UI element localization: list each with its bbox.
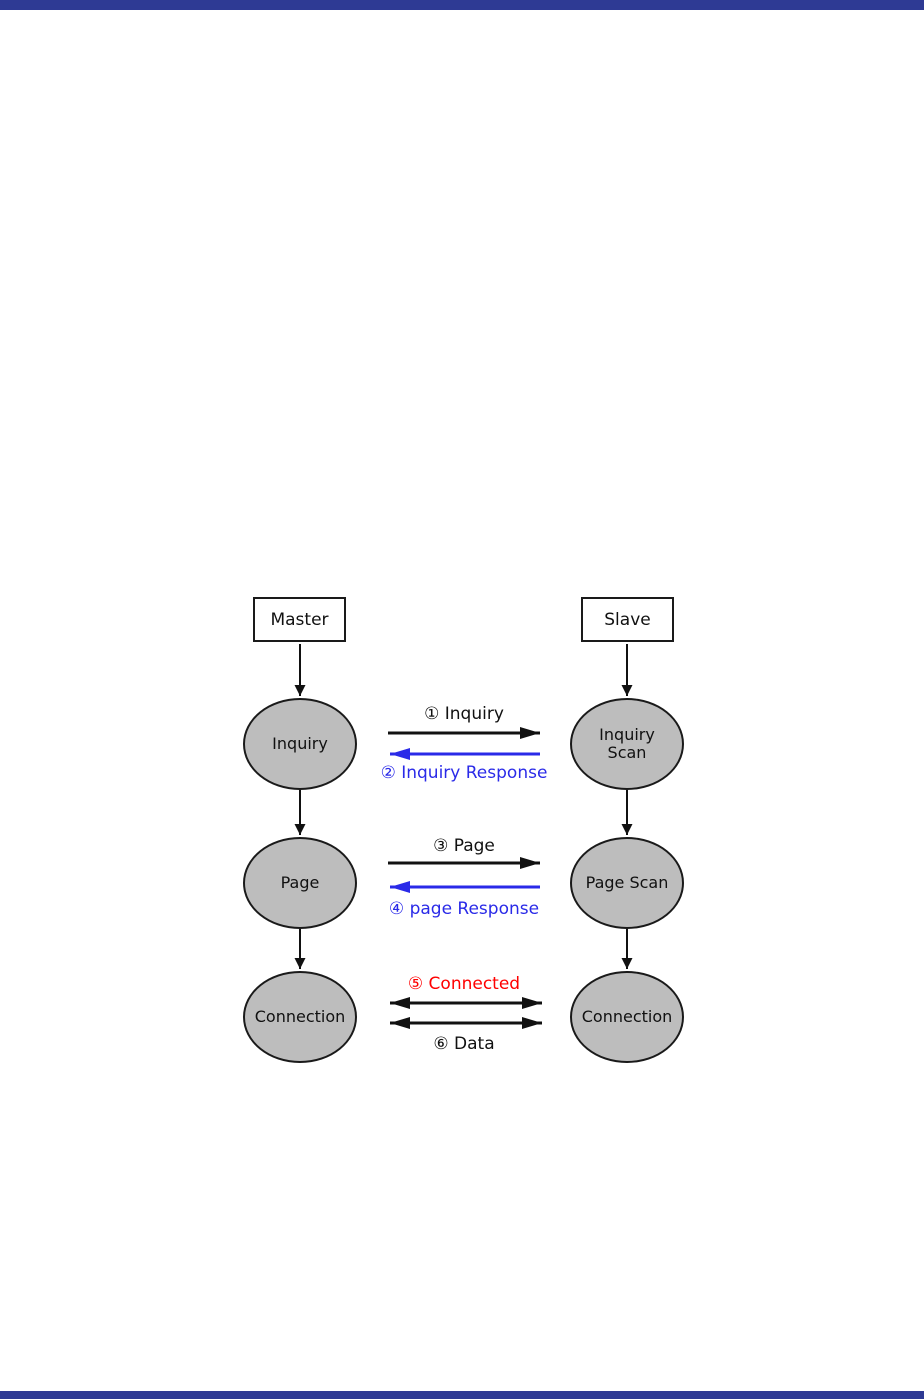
node-connection-master-label: Connection xyxy=(254,1006,346,1026)
node-page-label: Page xyxy=(280,872,320,892)
page-top-rule xyxy=(0,0,924,10)
message-label-inquiry: ① Inquiry xyxy=(424,704,504,724)
node-inquiry-scan-label-line1: Inquiry xyxy=(599,724,655,744)
node-inquiry-scan-label-line2: Scan xyxy=(607,743,647,762)
node-connection-slave-label: Connection xyxy=(581,1006,673,1026)
node-connection-slave: Connection xyxy=(570,971,684,1063)
message-label-page-response: ④ page Response xyxy=(388,899,540,919)
master-label: Master xyxy=(270,609,329,630)
message-label-connected: ⑤ Connected xyxy=(407,974,521,994)
node-inquiry-label: Inquiry xyxy=(272,733,328,753)
node-connection-master: Connection xyxy=(243,971,357,1063)
slave-label: Slave xyxy=(604,609,651,630)
message-label-inquiry-response: ② Inquiry Response xyxy=(380,763,548,783)
node-page: Page xyxy=(243,837,357,929)
node-page-scan-label: Page Scan xyxy=(585,872,669,892)
node-inquiry: Inquiry xyxy=(243,698,357,790)
page-bottom-rule xyxy=(0,1391,924,1399)
node-inquiry-scan: Inquiry Scan xyxy=(570,698,684,790)
master-box: Master xyxy=(253,597,346,642)
message-label-page: ③ Page xyxy=(433,836,495,856)
node-page-scan: Page Scan xyxy=(570,837,684,929)
message-label-data: ⑥ Data xyxy=(433,1034,495,1054)
slave-box: Slave xyxy=(581,597,674,642)
